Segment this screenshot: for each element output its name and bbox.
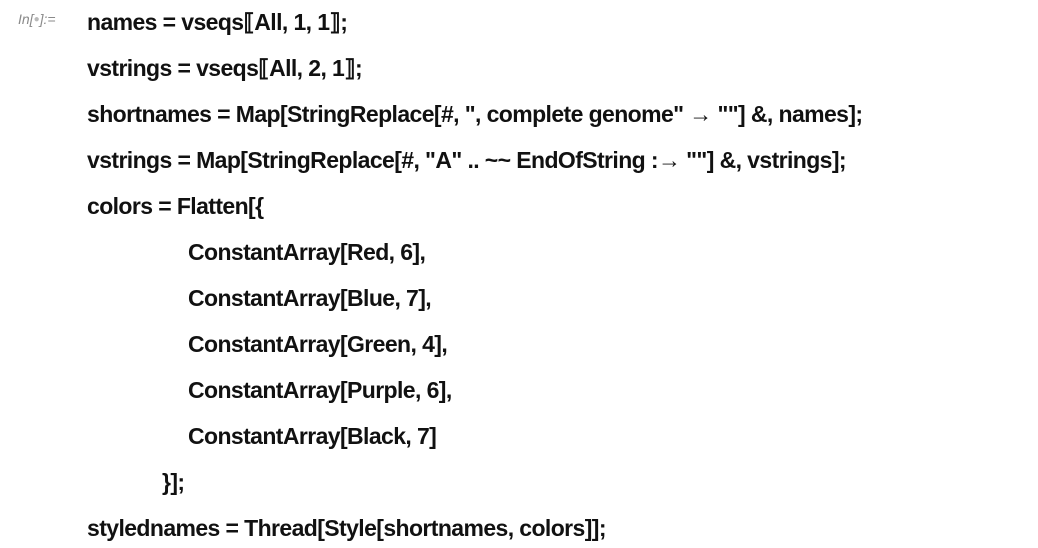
- code-line[interactable]: ConstantArray[Black, 7]: [188, 423, 437, 449]
- code-line[interactable]: ConstantArray[Purple, 6],: [188, 377, 452, 403]
- code-line[interactable]: colors = Flatten[{: [87, 193, 264, 219]
- code-line[interactable]: vstrings = vseqs⟦All, 2, 1⟧;: [87, 55, 363, 81]
- code-line[interactable]: stylednames = Thread[Style[shortnames, c…: [87, 515, 606, 541]
- cell-label-suffix: ]:=: [39, 11, 56, 27]
- code-line[interactable]: }];: [162, 469, 185, 495]
- input-cell-label: In[●]:=: [18, 11, 56, 27]
- code-line[interactable]: shortnames = Map[StringReplace[#, ", com…: [87, 101, 863, 127]
- code-line[interactable]: vstrings = Map[StringReplace[#, "A" .. ~…: [87, 147, 847, 173]
- cell-label-dot-icon: ●: [33, 14, 40, 25]
- code-line[interactable]: ConstantArray[Red, 6],: [188, 239, 426, 265]
- cell-label-prefix: In[: [18, 11, 34, 27]
- code-line[interactable]: names = vseqs⟦All, 1, 1⟧;: [87, 9, 348, 35]
- code-line[interactable]: ConstantArray[Green, 4],: [188, 331, 448, 357]
- code-line[interactable]: ConstantArray[Blue, 7],: [188, 285, 432, 311]
